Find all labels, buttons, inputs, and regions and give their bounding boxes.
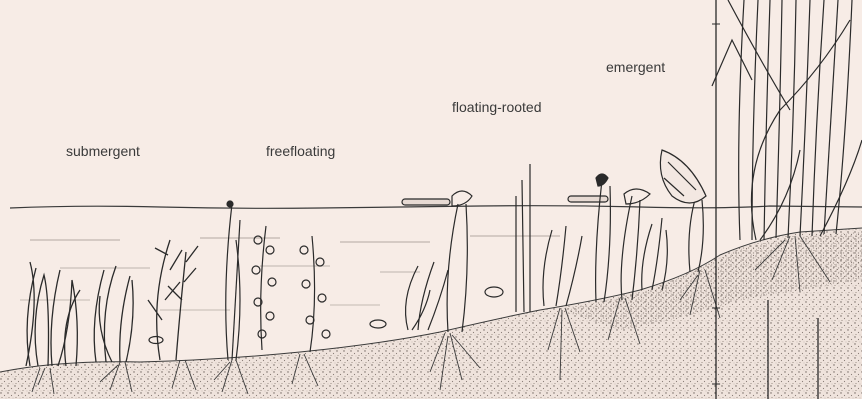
label-submergent: submergent — [66, 143, 140, 159]
label-freefloating: freefloating — [266, 143, 335, 159]
label-floating-rooted: floating-rooted — [452, 99, 542, 115]
sediment-bottom — [0, 228, 862, 399]
label-emergent: emergent — [606, 59, 665, 75]
submergent-plants — [26, 240, 198, 366]
